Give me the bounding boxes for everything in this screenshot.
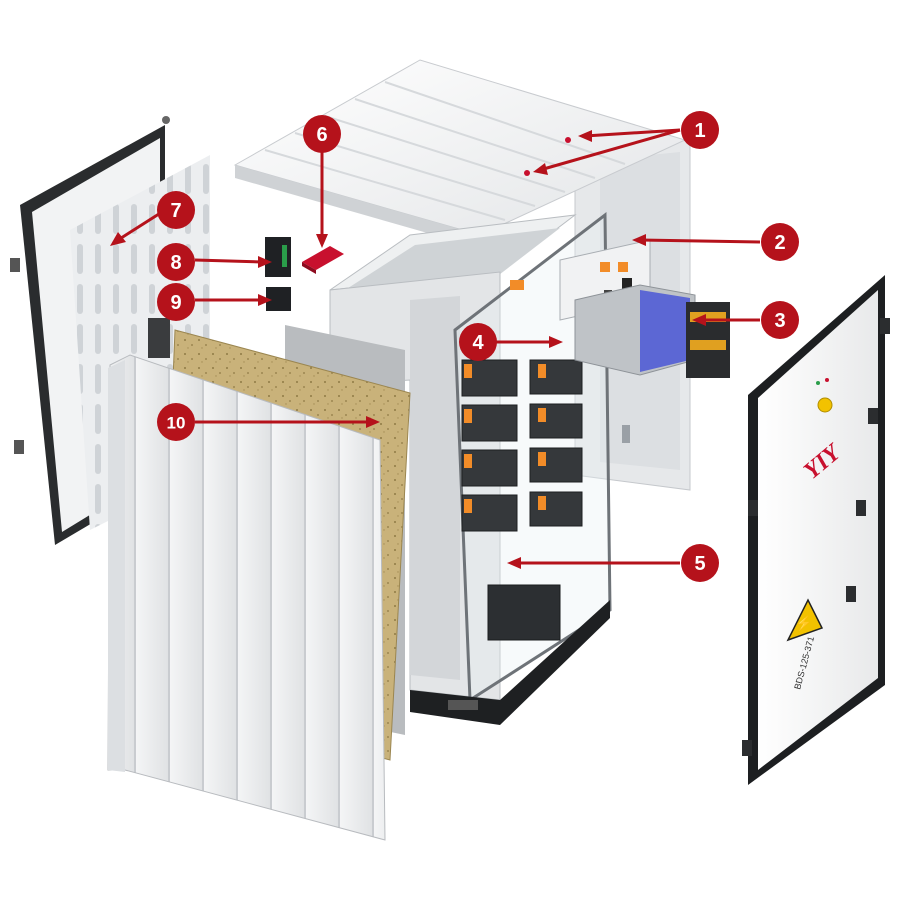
arrow-heads — [110, 130, 706, 569]
callout-2: 2 — [761, 223, 799, 261]
callout-6: 6 — [303, 115, 341, 153]
callout-badge-circle — [681, 111, 719, 149]
callout-8: 8 — [157, 243, 195, 281]
callout-badge-circle — [681, 544, 719, 582]
callout-number-label: 4 — [472, 332, 484, 354]
callout-number-label: 5 — [694, 553, 705, 575]
high-voltage-warning-icon: ⚡ — [786, 598, 824, 642]
callout-badge-circle — [157, 191, 195, 229]
battery-rack — [461, 280, 583, 641]
callout-7: 7 — [157, 191, 195, 229]
callout-number-label: 10 — [167, 414, 186, 433]
callout-badge-circle — [761, 223, 799, 261]
callout-4: 4 — [459, 323, 497, 361]
callout-number-label: 9 — [170, 292, 181, 314]
callout-9: 9 — [157, 283, 195, 321]
callout-arrows — [117, 128, 761, 565]
callout-number-label: 7 — [170, 200, 181, 222]
callout-badge-circle — [157, 403, 195, 441]
callout-badge-circle — [157, 243, 195, 281]
callout-badge-circle — [303, 115, 341, 153]
pcs-unit — [574, 284, 730, 378]
callout-badge-circle — [459, 323, 497, 361]
callout-badge-circle — [157, 283, 195, 321]
fuse-component — [302, 246, 344, 274]
callout-5: 5 — [681, 544, 719, 582]
bms-board — [265, 237, 291, 277]
callout-badge-circle — [761, 301, 799, 339]
callout-number-label: 2 — [774, 232, 785, 254]
callout-number-label: 1 — [694, 120, 705, 142]
relay-module — [266, 287, 291, 311]
front-side-panel — [107, 354, 386, 841]
front-door: YIY ⚡ BDS-125-371 — [742, 275, 890, 785]
callout-3: 3 — [761, 301, 799, 339]
roof-panel — [233, 59, 687, 248]
callout-badges: 1 2 3 4 5 6 7 8 9 10 — [157, 111, 799, 582]
svg-text:⚡: ⚡ — [795, 615, 812, 632]
callout-10: 10 — [157, 403, 195, 441]
callout-number-label: 8 — [170, 252, 181, 274]
callout-1: 1 — [681, 111, 719, 149]
callout-number-label: 6 — [316, 124, 327, 146]
callout-number-label: 3 — [774, 310, 785, 332]
